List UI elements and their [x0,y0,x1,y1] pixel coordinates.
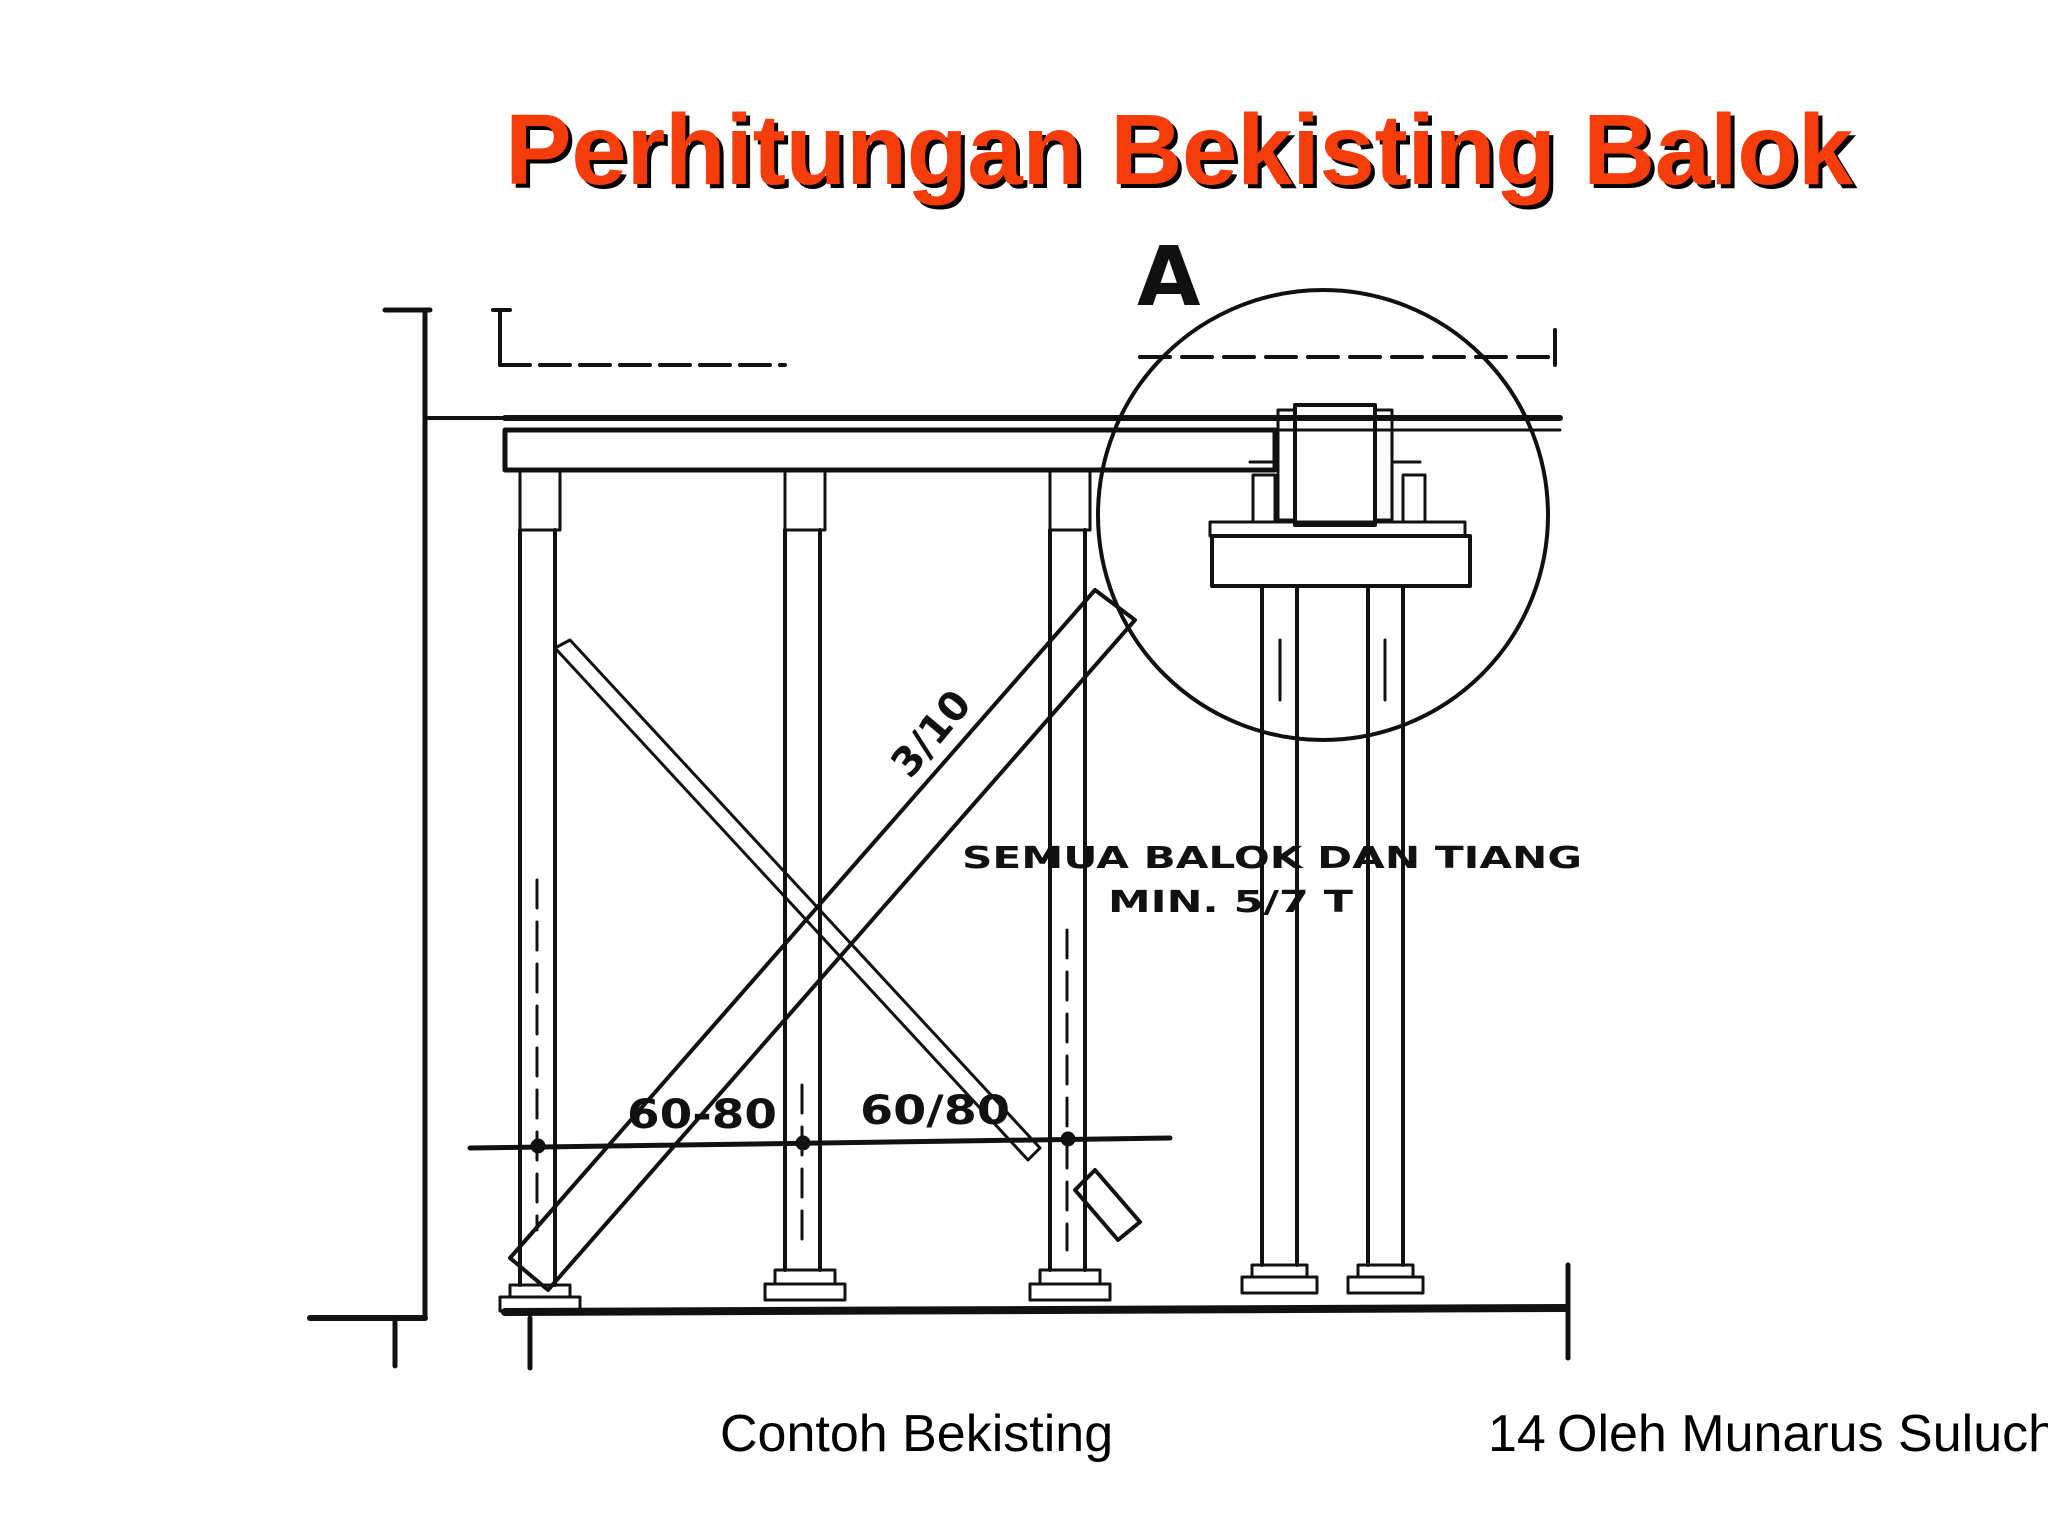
detail-a-marker: A [1137,230,1201,325]
spacing-label-1: 60-80 [627,1092,777,1138]
prop-1 [498,468,582,1313]
spacing-label-2: 60/80 [860,1088,1010,1134]
prop-2 [763,468,847,1302]
detail-a-props [1240,584,1425,1295]
prop-3 [1028,468,1112,1302]
brace-label: 3/10 [882,682,980,787]
author-credit: Oleh Munarus Suluch [1557,1405,2048,1463]
note-line-2: MIN. 5/7 T [1108,885,1354,920]
slab-beam [502,415,1563,473]
detail-a-circle [1096,288,1557,742]
note-line-1: SEMUA BALOK DAN TIANG [962,841,1582,876]
ground-line [501,1262,1571,1371]
slide-caption: Contoh Bekisting [720,1405,1114,1463]
upper-slab-marker [491,308,787,367]
page-number: 14 [1488,1405,1546,1463]
horizontal-tie [467,1131,1173,1154]
existing-column [307,307,522,1369]
x-bracing [508,588,1142,1292]
slide-title: Perhitungan Bekisting Balok [505,94,1853,206]
